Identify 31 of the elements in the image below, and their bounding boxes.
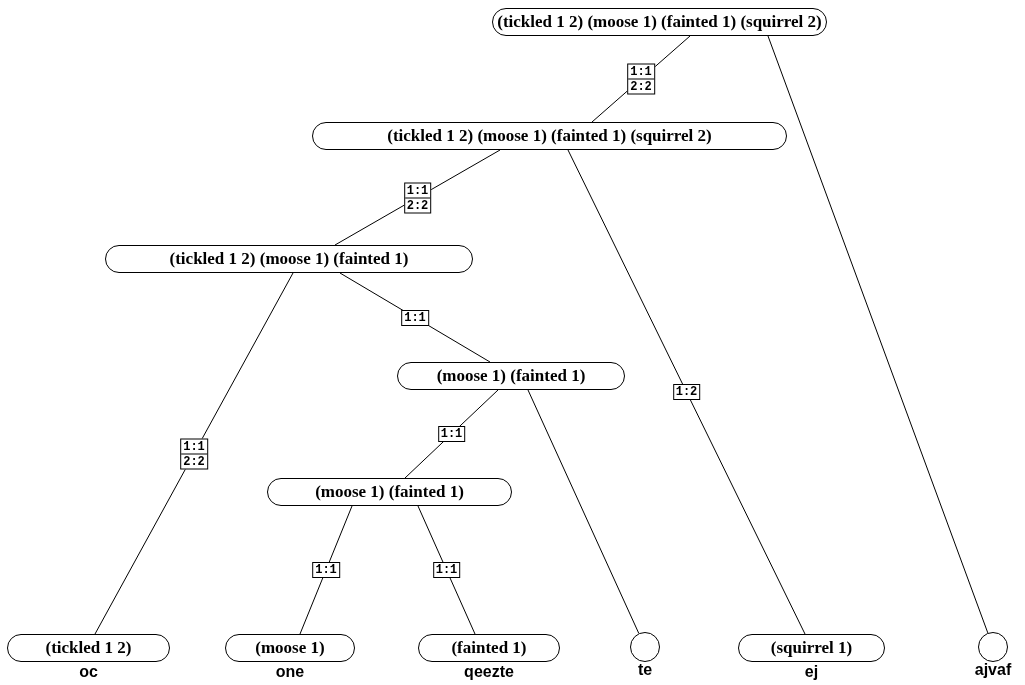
- edge-label: 1:1: [432, 562, 461, 578]
- node-box: (fainted 1): [418, 634, 560, 662]
- node-box: (tickled 1 2) (moose 1) (fainted 1): [105, 245, 473, 273]
- node-caption: qeezte: [464, 663, 514, 681]
- connector-line: [94, 272, 294, 635]
- node-box: (moose 1) (fainted 1): [397, 362, 625, 390]
- edge-label: 1:1 2:2: [180, 438, 208, 469]
- node-box: (moose 1): [225, 634, 355, 662]
- connector-line: [299, 505, 353, 635]
- node-box: (squirrel 1): [738, 634, 885, 662]
- edge-label: 1:1 2:2: [403, 182, 432, 213]
- connector-line: [567, 149, 806, 635]
- node-caption: one: [275, 663, 305, 681]
- node-caption: ajvaf: [974, 661, 1012, 679]
- edge-label: 1:1: [401, 309, 429, 326]
- edge-label: 1:1: [437, 426, 466, 442]
- node-box: (tickled 1 2) (moose 1) (fainted 1) (squirrel 2): [312, 122, 787, 150]
- connector-line: [767, 35, 989, 634]
- circle-node: [630, 632, 660, 662]
- node-box: (moose 1) (fainted 1): [267, 478, 512, 506]
- edge-label: 1:1 2:2: [627, 63, 655, 95]
- circle-node: [978, 632, 1008, 662]
- edge-label: 1:1: [312, 562, 340, 578]
- connector-line: [417, 505, 476, 635]
- node-box: (tickled 1 2): [7, 634, 170, 662]
- node-caption: te: [637, 661, 653, 679]
- node-caption: ej: [804, 663, 819, 681]
- node-box: (tickled 1 2) (moose 1) (fainted 1) (squirrel 2): [492, 8, 827, 36]
- edge-label: 1:2: [672, 384, 701, 400]
- node-caption: oc: [79, 663, 98, 681]
- connector-line: [527, 389, 640, 634]
